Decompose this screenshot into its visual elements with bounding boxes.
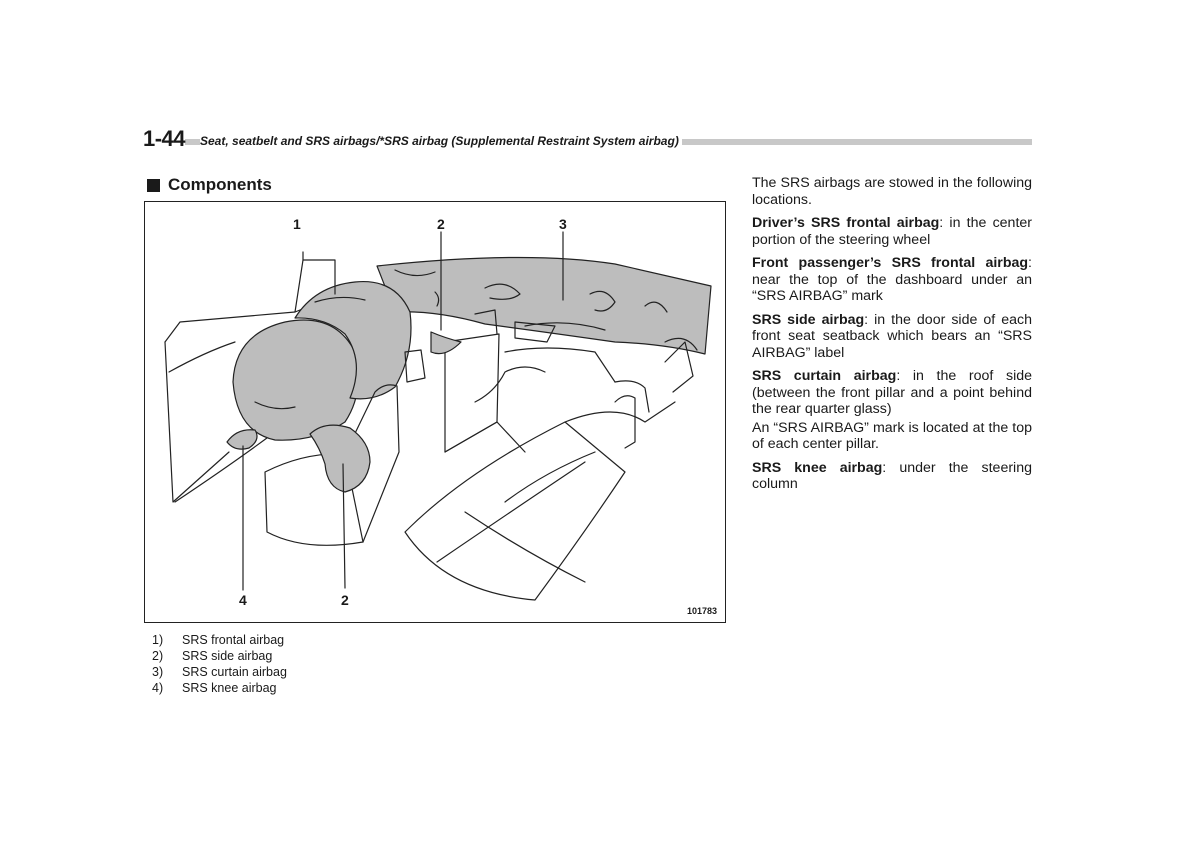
- center-pillar-note: An “SRS AIRBAG” mark is located at the t…: [752, 419, 1032, 453]
- callout-3: 3: [559, 216, 567, 232]
- leader-1: [302, 251, 336, 295]
- callout-2-bottom: 2: [341, 592, 349, 608]
- header-title: Seat, seatbelt and SRS airbags/*SRS airb…: [200, 134, 682, 148]
- legend-item: 3) SRS curtain airbag: [152, 665, 287, 679]
- passenger-frontal-paragraph: Front passenger’s SRS frontal airbag: ne…: [752, 255, 1032, 304]
- airbag-components-figure: 1 2 3 4 2 101783: [144, 201, 726, 623]
- page-header: 1-44 Seat, seatbelt and SRS airbags/*SRS…: [143, 126, 1032, 156]
- driver-side-airbag-shape: [309, 424, 371, 493]
- driver-frontal-paragraph: Driver’s SRS frontal airbag: in the cent…: [752, 215, 1032, 248]
- curtain-airbag-shape: [376, 256, 712, 355]
- body-text-column: The SRS airbags are stowed in the follow…: [752, 175, 1032, 500]
- figure-id: 101783: [686, 606, 717, 616]
- leader-2-bottom: [342, 463, 346, 589]
- callout-1: 1: [293, 216, 301, 232]
- intro-paragraph: The SRS airbags are stowed in the follow…: [752, 175, 1032, 208]
- legend-item: 1) SRS frontal airbag: [152, 633, 285, 647]
- side-airbag-paragraph: SRS side airbag: in the door side of eac…: [752, 311, 1032, 361]
- car-interior-illustration: [164, 231, 712, 601]
- section-heading: Components: [147, 175, 272, 195]
- square-bullet-icon: [147, 178, 160, 192]
- passenger-frontal-airbag-shape: [294, 280, 412, 400]
- page-number: 1-44: [143, 126, 186, 151]
- knee-airbag-paragraph: SRS knee airbag: under the steering colu…: [752, 459, 1032, 493]
- section-heading-text: Components: [168, 175, 272, 194]
- curtain-airbag-paragraph: SRS curtain airbag: in the roof side (be…: [752, 368, 1032, 417]
- callout-2-top: 2: [437, 216, 445, 232]
- callout-4: 4: [239, 592, 247, 608]
- knee-airbag-shape: [226, 429, 258, 450]
- driver-frontal-airbag-shape: [232, 319, 359, 441]
- figure-legend: 1) SRS frontal airbag 2) SRS side airbag…: [152, 632, 287, 696]
- legend-item: 2) SRS side airbag: [152, 649, 273, 663]
- legend-item: 4) SRS knee airbag: [152, 681, 277, 695]
